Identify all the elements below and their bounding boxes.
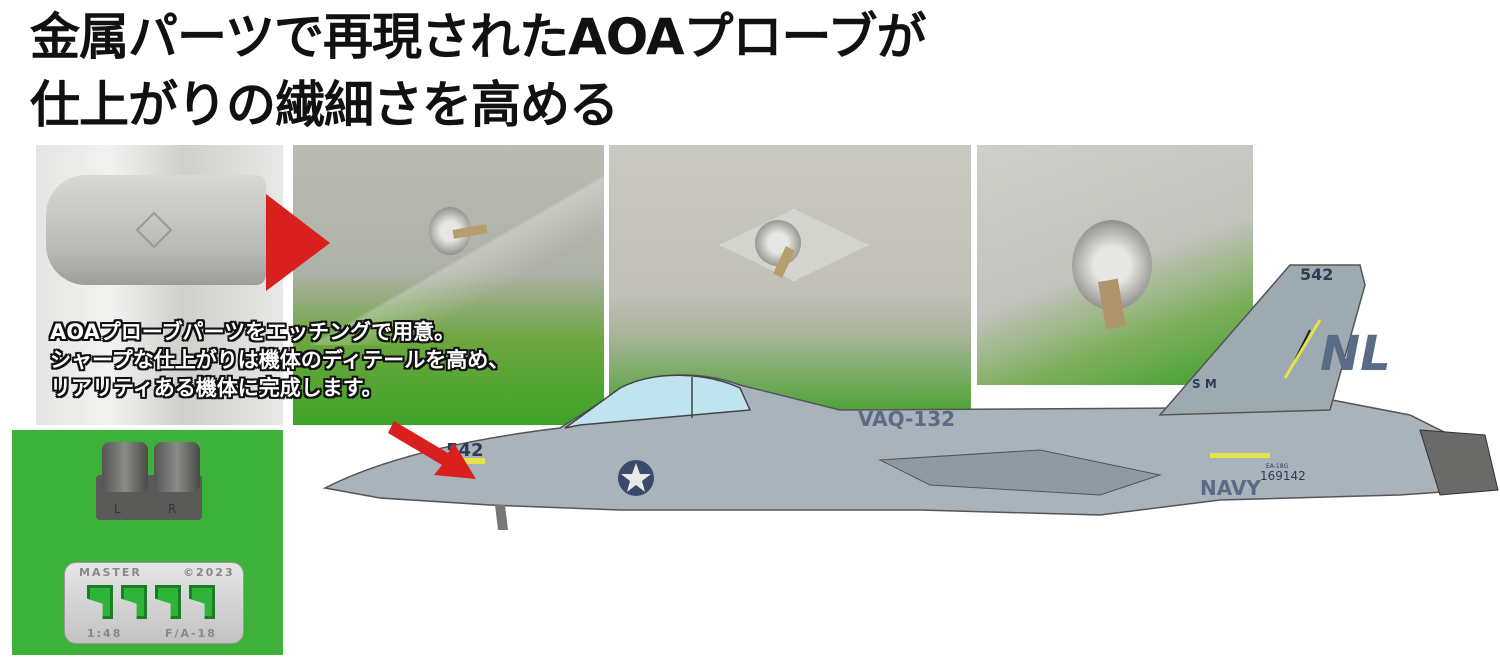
plastic-fuselage-part: [46, 175, 266, 285]
red-triangle-arrow-icon: [266, 194, 330, 291]
etch-blade: [155, 585, 181, 619]
headline-line-2: 仕上がりの繊細さを高める: [30, 76, 619, 134]
feature-caption: AOAプローブパーツをエッチングで用意。 シャープな仕上がりは機体のディテールを…: [50, 318, 509, 402]
aoa-probe: [755, 220, 801, 266]
etch-year: ©2023: [183, 566, 235, 579]
aircraft-side-profile: 542 VAQ-132 542 NL S M NAVY 169142 EA-18…: [322, 264, 1499, 530]
headline-line-1: 金属パーツで再現されたAOAプローブが: [30, 8, 927, 66]
etch-model: F/A-18: [165, 627, 217, 640]
caption-line-2: シャープな仕上がりは機体のディテールを高め、: [50, 348, 510, 372]
built-probe-photo-2: [609, 145, 971, 415]
etch-scale: 1:48: [87, 627, 123, 640]
navy-marking: NAVY: [1200, 476, 1261, 500]
bureau-number: 169142: [1260, 469, 1306, 483]
plastic-part-photo: [36, 145, 283, 425]
squadron-marking: VAQ-132: [858, 407, 955, 431]
built-probe-photo-3: [977, 145, 1253, 385]
tail-code: NL: [1320, 326, 1391, 382]
etch-brand: MASTER: [79, 566, 142, 579]
resin-and-etch-parts-photo: L R MASTER ©2023 1:48 F/A-18: [12, 430, 283, 655]
cap-label-left: L: [114, 502, 121, 516]
etch-blade: [87, 585, 113, 619]
caption-line-1: AOAプローブパーツをエッチングで用意。: [50, 320, 456, 344]
tail-modex: 542: [1300, 265, 1333, 284]
etch-blade: [121, 585, 147, 619]
cap-label-right: R: [168, 502, 177, 516]
type-label: EA-18G: [1266, 463, 1289, 470]
built-probe-photo-1: [293, 145, 604, 425]
etch-blade: [189, 585, 215, 619]
resin-cap-left: [102, 442, 148, 492]
red-pointer-arrow-icon: [388, 421, 476, 479]
photo-etch-sheet: MASTER ©2023 1:48 F/A-18: [64, 562, 244, 644]
resin-cap-right: [154, 442, 200, 492]
caption-line-3: リアリティある機体に完成します。: [50, 376, 383, 400]
tail-letters: S M: [1192, 377, 1217, 391]
